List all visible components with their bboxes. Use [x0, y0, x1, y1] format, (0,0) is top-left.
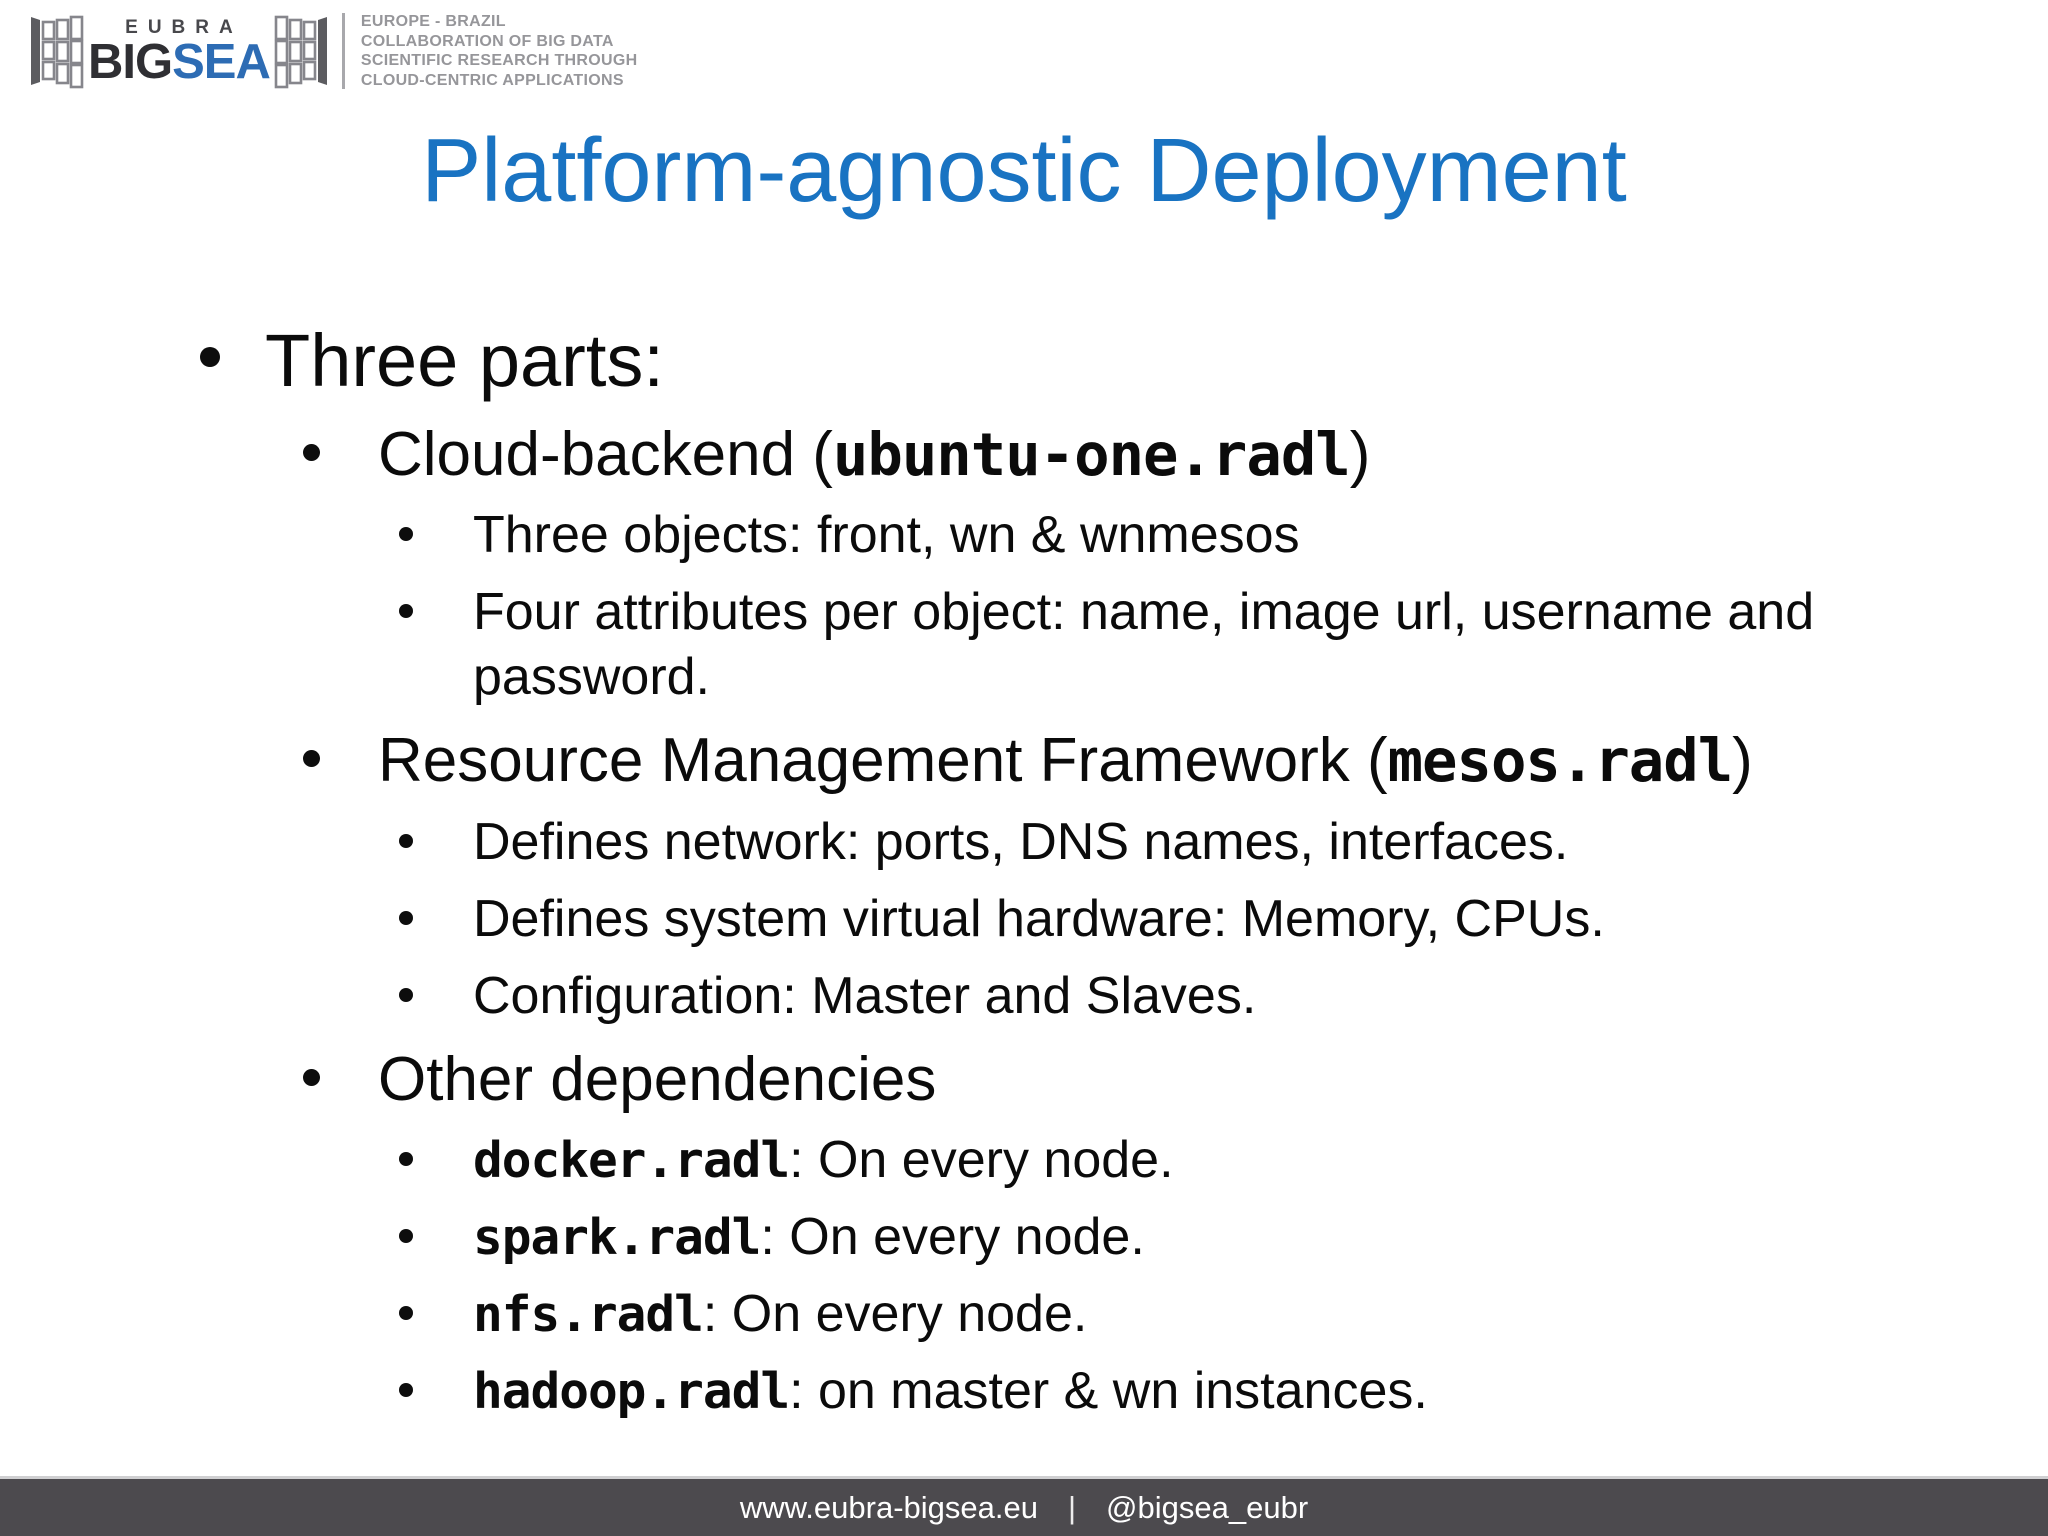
logo-window-left-icon — [31, 15, 84, 89]
bullet-dot — [399, 1306, 413, 1320]
footer-url: www.eubra-bigsea.eu — [739, 1489, 1038, 1525]
bullet-text: Configuration: Master and Slaves. — [473, 966, 1257, 1025]
slide-body: Three parts: Cloud-backend (ubuntu-one.r… — [0, 315, 2008, 1436]
bullet-three-parts: Three parts: — [0, 315, 2008, 408]
slogan-line-3: SCIENTIFIC RESEARCH THROUGH — [360, 52, 638, 69]
text-segment: password. — [473, 648, 710, 706]
bullet-other-dependencies: Other dependencies — [0, 1041, 2008, 1119]
slogan-line-2: COLLABORATION OF BIG DATA — [360, 32, 614, 50]
bullet-dot — [399, 1152, 413, 1166]
footer-separator: | — [1067, 1489, 1077, 1525]
bullet-dot — [303, 443, 320, 461]
slide-title: Platform-agnostic Deployment — [421, 121, 1627, 221]
bullet-resource-management: Resource Management Framework (mesos.rad… — [0, 722, 2008, 800]
logo-sea-text: SEA — [172, 35, 271, 89]
bullet-text: Resource Management Framework (mesos.rad… — [378, 722, 1753, 800]
logo-window-right-icon — [274, 15, 327, 89]
code-inline: docker.radl — [473, 1131, 790, 1189]
text-segment: Four attributes per object: name, image … — [473, 583, 1815, 641]
text-segment: : on master & wn instances. — [789, 1362, 1428, 1420]
text-segment: : On every node. — [702, 1285, 1088, 1343]
bullet-dot — [200, 347, 220, 367]
bullet-dot — [303, 750, 320, 767]
logo-mark: EUBRA BIGSEA — [30, 12, 328, 90]
slogan-line-1: EUROPE - BRAZIL — [360, 13, 506, 30]
logo-big-text: BIG — [88, 35, 173, 89]
logo-eubra-text: EUBRA — [125, 17, 243, 38]
bullet-nfs-radl: nfs.radl: On every node. — [0, 1282, 2008, 1347]
bullet-spark-radl: spark.radl: On every node. — [0, 1205, 2008, 1270]
bullet-text: docker.radl: On every node. — [473, 1128, 1174, 1193]
text-segment: ) — [1732, 726, 1753, 795]
bullet-dot — [399, 987, 413, 1002]
logo-slogan: EUROPE - BRAZIL COLLABORATION OF BIG DAT… — [361, 12, 638, 90]
slogan-line-4: CLOUD-CENTRIC APPLICATIONS — [360, 71, 624, 89]
bullet-three-objects: Three objects: front, wn & wnmesos — [0, 503, 2008, 568]
bullet-dot — [399, 910, 413, 925]
bullet-text: Defines network: ports, DNS names, inter… — [473, 812, 1569, 871]
bullet-text: nfs.radl: On every node. — [473, 1282, 1087, 1347]
text-segment: : On every node. — [789, 1131, 1174, 1189]
bullet-text: hadoop.radl: on master & wn instances. — [473, 1359, 1428, 1424]
text-segment: : On every node. — [760, 1208, 1145, 1266]
bullet-cloud-backend: Cloud-backend (ubuntu-one.radl) — [0, 416, 2008, 494]
code-inline: spark.radl — [473, 1208, 761, 1266]
bullet-text: Cloud-backend (ubuntu-one.radl) — [378, 416, 1370, 494]
text-segment: Cloud-backend ( — [378, 419, 833, 489]
bullet-dot — [399, 527, 413, 541]
code-inline: nfs.radl — [473, 1285, 704, 1343]
bullet-docker-radl: docker.radl: On every node. — [0, 1128, 2008, 1193]
bullet-text: Defines system virtual hardware: Memory,… — [473, 889, 1605, 948]
bullet-dot — [399, 833, 413, 848]
bullet-dot — [399, 1383, 413, 1397]
bullet-defines-network: Defines network: ports, DNS names, inter… — [0, 810, 2008, 875]
bullet-text: Other dependencies — [378, 1044, 937, 1114]
code-inline: ubuntu-one.radl — [832, 419, 1351, 489]
bullet-hadoop-radl: hadoop.radl: on master & wn instances. — [0, 1359, 2008, 1424]
logo-divider — [341, 13, 345, 89]
text-segment: Resource Management Framework ( — [378, 726, 1388, 795]
bullet-defines-hardware: Defines system virtual hardware: Memory,… — [0, 887, 2008, 952]
bullet-dot — [399, 604, 413, 618]
bullet-four-attributes: Four attributes per object: name, image … — [0, 580, 2008, 710]
bullet-text: Four attributes per object: name, image … — [473, 580, 1814, 710]
footer-handle: @bigsea_eubr — [1106, 1489, 1309, 1525]
eubra-bigsea-logo: EUBRA BIGSEA EUROPE - BR — [30, 12, 637, 90]
code-inline: hadoop.radl — [473, 1362, 790, 1420]
bullet-dot — [399, 1229, 413, 1243]
logo-bigsea-text: BIGSEA — [88, 38, 271, 87]
bullet-configuration: Configuration: Master and Slaves. — [0, 964, 2008, 1029]
logo-wordmark: EUBRA BIGSEA — [88, 17, 271, 87]
bullet-dot — [303, 1068, 320, 1086]
bullet-text: Three objects: front, wn & wnmesos — [473, 506, 1300, 564]
code-inline: mesos.radl — [1387, 726, 1734, 795]
footer-bar: www.eubra-bigsea.eu | @bigsea_eubr — [0, 1476, 2048, 1536]
bullet-text: spark.radl: On every node. — [473, 1205, 1145, 1270]
bullet-text: Three parts: — [265, 319, 664, 402]
text-segment: ) — [1349, 419, 1371, 489]
